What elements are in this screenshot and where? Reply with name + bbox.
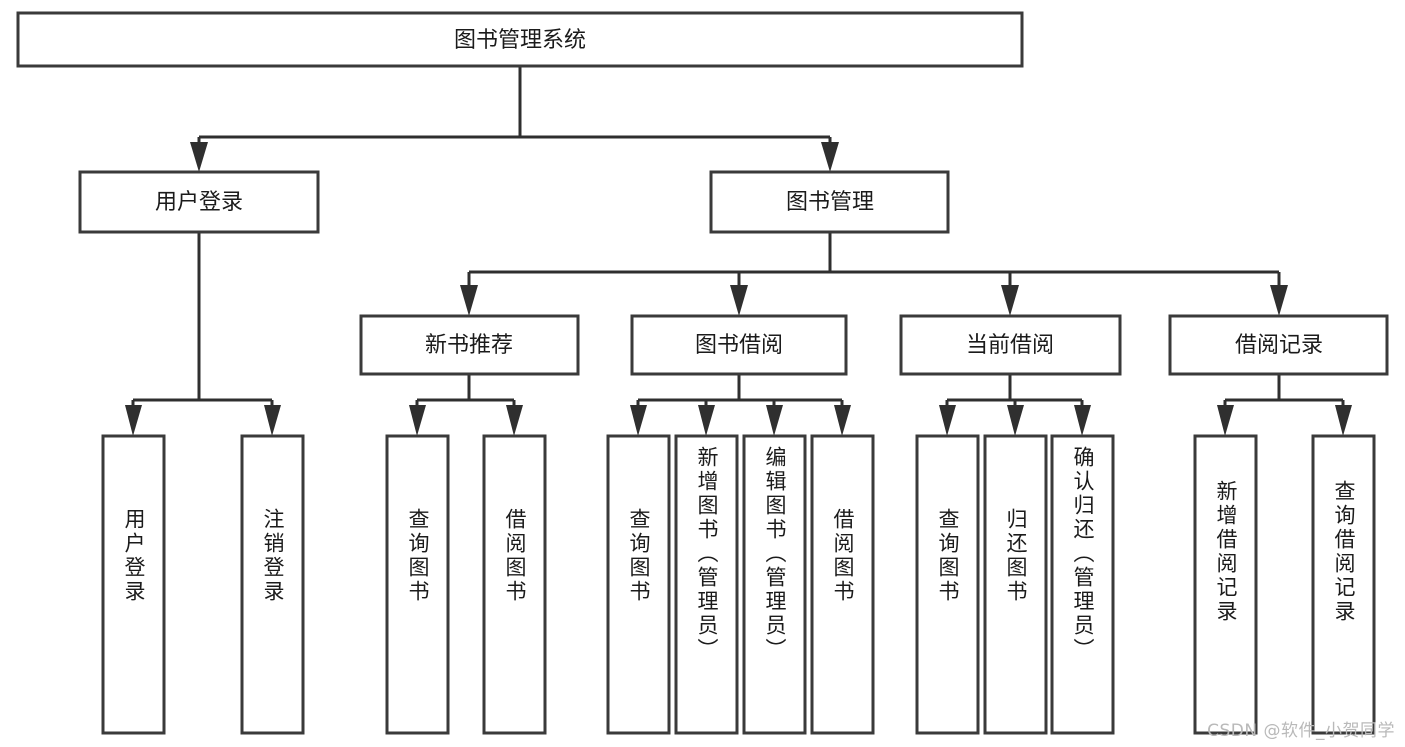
arrow-head-leaf-query-book-cur	[939, 405, 956, 436]
node-book-manage[interactable]: 图书管理	[709, 170, 950, 234]
arrow-head-leaf-borrow-book-rec	[506, 405, 523, 436]
node-new-book-recommend-label: 新书推荐	[425, 333, 513, 358]
arrow-head-leaf-borrow-book-bor	[834, 405, 851, 436]
node-leaf-borrow-book-rec-rect[interactable]	[482, 434, 547, 735]
node-root[interactable]: 图书管理系统	[16, 11, 1024, 68]
arrow-head-user-login	[190, 142, 208, 172]
arrow-head-leaf-return-book	[1007, 405, 1024, 436]
node-leaf-user-login-rect[interactable]	[101, 434, 166, 735]
node-leaf-confirm-return-rect[interactable]	[1050, 434, 1115, 735]
node-root-label: 图书管理系统	[454, 28, 586, 53]
node-layer: 图书管理系统 用户登录 图书管理 新书推荐 图书借阅	[16, 11, 1389, 735]
arrow-head-leaf-add-record	[1217, 405, 1234, 436]
node-new-book-recommend-rect[interactable]	[359, 314, 580, 376]
node-root-rect[interactable]	[16, 11, 1024, 68]
watermark-text: CSDN @软件_小贺同学	[1207, 721, 1395, 741]
node-leaf-query-book-rec-rect[interactable]	[385, 434, 450, 735]
node-borrow-record[interactable]: 借阅记录	[1168, 314, 1389, 376]
node-leaf-return-book-rect[interactable]	[983, 434, 1048, 735]
node-book-borrow-label: 图书借阅	[695, 333, 783, 358]
connector-layer	[125, 66, 1352, 436]
node-leaf-borrow-book-bor-rect[interactable]	[810, 434, 875, 735]
node-leaf-query-record-rect[interactable]	[1311, 434, 1376, 735]
arrow-head-book-manage	[821, 142, 839, 172]
node-borrow-record-label: 借阅记录	[1235, 333, 1323, 358]
node-leaf-logout-rect[interactable]	[240, 434, 305, 735]
arrow-head-leaf-query-book-rec	[409, 405, 426, 436]
arrow-head-leaf-user-login	[125, 405, 142, 436]
arrow-head-leaf-logout	[264, 405, 281, 436]
node-book-borrow[interactable]: 图书借阅	[630, 314, 848, 376]
node-user-login-label: 用户登录	[155, 190, 243, 215]
arrow-head-leaf-query-record	[1335, 405, 1352, 436]
node-leaf-add-record-rect[interactable]	[1193, 434, 1258, 735]
node-current-borrow-label: 当前借阅	[966, 333, 1054, 358]
arrow-head-leaf-confirm-return	[1074, 405, 1091, 436]
arrow-head-book-borrow	[730, 285, 748, 316]
node-book-manage-label: 图书管理	[786, 190, 874, 215]
arrow-head-leaf-query-book-bor	[630, 405, 647, 436]
arrow-head-new-book-recommend	[460, 285, 478, 316]
arrow-head-borrow-record	[1270, 285, 1288, 316]
arrow-head-leaf-add-book	[698, 405, 715, 436]
node-leaf-query-book-cur-rect[interactable]	[915, 434, 980, 735]
node-book-manage-rect[interactable]	[709, 170, 950, 234]
node-user-login[interactable]: 用户登录	[78, 170, 320, 234]
node-book-borrow-rect[interactable]	[630, 314, 848, 376]
node-leaf-query-book-bor-rect[interactable]	[606, 434, 671, 735]
node-leaf-edit-book-rect[interactable]	[742, 434, 807, 735]
arrow-head-leaf-edit-book	[766, 405, 783, 436]
node-new-book-recommend[interactable]: 新书推荐	[359, 314, 580, 376]
node-leaf-add-book-rect[interactable]	[674, 434, 739, 735]
node-current-borrow-rect[interactable]	[899, 314, 1122, 376]
node-borrow-record-rect[interactable]	[1168, 314, 1389, 376]
node-user-login-rect[interactable]	[78, 170, 320, 234]
node-current-borrow[interactable]: 当前借阅	[899, 314, 1122, 376]
arrow-head-current-borrow	[1001, 285, 1019, 316]
